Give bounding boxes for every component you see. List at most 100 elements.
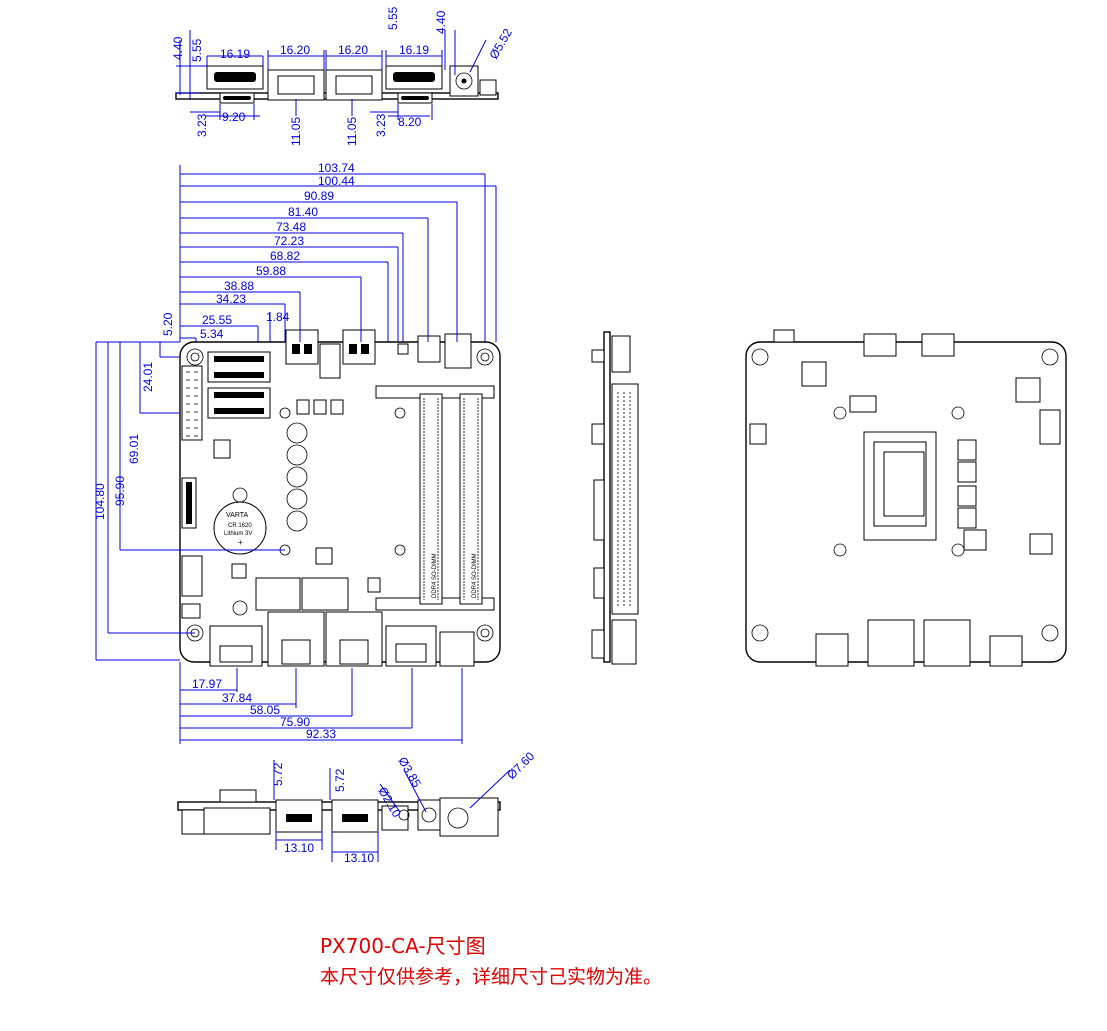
bottom-dim-width-1: 13.10 [284, 841, 314, 855]
back-chip-2 [1015, 377, 1041, 403]
mount-hole-tl [186, 348, 204, 366]
mount-hole-low-left [232, 600, 248, 616]
side-view [591, 331, 639, 665]
top-dim-width-2: 16.20 [280, 43, 310, 57]
usb-stack-2 [342, 329, 376, 365]
bottom-dc-hole [447, 807, 469, 829]
capacitor-3 [286, 466, 308, 488]
back-rj45-1 [867, 619, 915, 667]
bottom-usb-c [203, 807, 271, 835]
bottom-usb-2-opening [342, 814, 368, 822]
sodimm-label-2: DDR4 SO-DIMM [472, 553, 478, 598]
mounting-holes [186, 348, 494, 642]
back-view [745, 329, 1067, 667]
top-dim-bottom-2: 9.20 [222, 110, 246, 124]
capacitor-4 [286, 488, 308, 510]
main-dim-v-5: 104.80 [93, 483, 107, 520]
fan-header [181, 603, 201, 619]
battery-model: CR 1620 [228, 523, 252, 529]
bottom-dim-height-1: 5.72 [271, 762, 285, 786]
main-dim-h-6: 72.23 [274, 234, 304, 248]
main-dim-b-3: 58.05 [250, 703, 280, 717]
hdmi-opening-left [214, 72, 256, 82]
main-dim-h-3: 90.89 [304, 189, 334, 203]
pin-header [181, 365, 203, 441]
back-chip-4 [1039, 409, 1061, 445]
audio-header [319, 343, 341, 379]
main-dim-h-13: 5.34 [200, 327, 224, 341]
back-hdmi [989, 635, 1023, 667]
rj45-plan-2-opening [339, 639, 369, 665]
cpu-die [883, 451, 925, 517]
side-part-bottom [611, 619, 637, 665]
usb-c-plan-left-opening [219, 645, 253, 663]
back-chip-1 [801, 361, 827, 387]
bottom-dim-dia-3: Ø7.60 [504, 749, 537, 782]
side-view-board [603, 331, 611, 663]
back-hole-tl [751, 348, 769, 366]
capacitor-column [286, 422, 308, 532]
side-sodimm-stack [611, 383, 639, 615]
fpc-pins [186, 482, 192, 524]
chip-square-3 [330, 399, 344, 415]
main-dim-h-11: 25.55 [202, 313, 232, 327]
top-dim-height-2: 5.55 [190, 38, 204, 62]
mount-hole-m2-1 [279, 407, 291, 419]
side-part-left-3 [593, 479, 605, 541]
capacitor-1 [286, 422, 308, 444]
m2-slot-1-pins-b [214, 372, 264, 378]
main-dim-h-8: 59.88 [256, 264, 286, 278]
sodimm-slot-2 [459, 393, 483, 605]
m2-slot-2-pins [214, 392, 264, 398]
top-edge-view: 16.19 16.20 16.20 16.19 4.40 5.55 5.55 4… [171, 6, 515, 146]
top-dim-bottom-4: 11.05 [345, 117, 359, 146]
chip-small-1 [213, 439, 231, 459]
bottom-dim-height-2: 5.72 [333, 768, 347, 792]
back-hole-1 [833, 406, 847, 420]
top-dim-bottom-6: 8.20 [398, 115, 422, 129]
main-dim-b-1: 17.97 [192, 677, 222, 691]
bottom-dim-dia-2: Ø3.85 [395, 755, 424, 791]
main-dim-h-7: 68.82 [270, 249, 300, 263]
back-usb-1 [863, 333, 897, 357]
drawing-title: PX700-CA-尺寸图 [320, 934, 486, 958]
audio-jack [417, 335, 441, 363]
sodimm-label-1: DDR4 SO-DIMM [432, 553, 438, 598]
inductor-1 [255, 577, 301, 611]
battery-brand: VARTA [226, 512, 249, 519]
main-dim-b-2: 37.84 [222, 691, 252, 705]
main-dim-h-2: 100.44 [318, 174, 355, 188]
rj45-plan-1-opening [281, 639, 311, 665]
hdmi-plan-opening [395, 643, 427, 663]
main-dim-h-12: 1.84 [266, 310, 290, 324]
mount-hole-tr-inner [480, 352, 490, 362]
m2-slot-2-pins-b [214, 408, 264, 414]
usb-stack-2-a [349, 344, 357, 354]
back-connector [749, 423, 767, 445]
top-dim-width-3: 16.20 [338, 43, 368, 57]
back-hole-bl [751, 624, 769, 642]
top-dim-bottom-3: 11.05 [289, 117, 303, 146]
inductor-2 [301, 577, 349, 611]
bottom-dc-jack [439, 797, 499, 837]
chip-small-3 [231, 563, 247, 579]
top-dim-width-4: 16.19 [399, 43, 429, 57]
usb-stack-1-b [304, 344, 312, 354]
side-part-bottom-left [591, 629, 605, 659]
mount-hole-tr [476, 348, 494, 366]
main-dim-h-9: 38.88 [224, 279, 254, 293]
mount-hole-m2-4 [394, 544, 406, 556]
bottom-dim-width-2: 13.10 [344, 851, 374, 865]
back-chip-3 [849, 395, 877, 413]
main-dim-b-4: 75.90 [280, 715, 310, 729]
usb-stack-2-b [361, 344, 369, 354]
main-dim-h-1: 103.74 [318, 161, 355, 175]
top-view-small-part [479, 79, 497, 96]
usb-stack-1 [285, 329, 319, 365]
capacitor-2 [286, 444, 308, 466]
side-part-left-4 [593, 567, 605, 599]
chip-small-4 [367, 577, 381, 593]
power-button [397, 343, 409, 355]
back-hole-br [1041, 624, 1059, 642]
top-dim-height-4: 4.40 [434, 10, 448, 34]
